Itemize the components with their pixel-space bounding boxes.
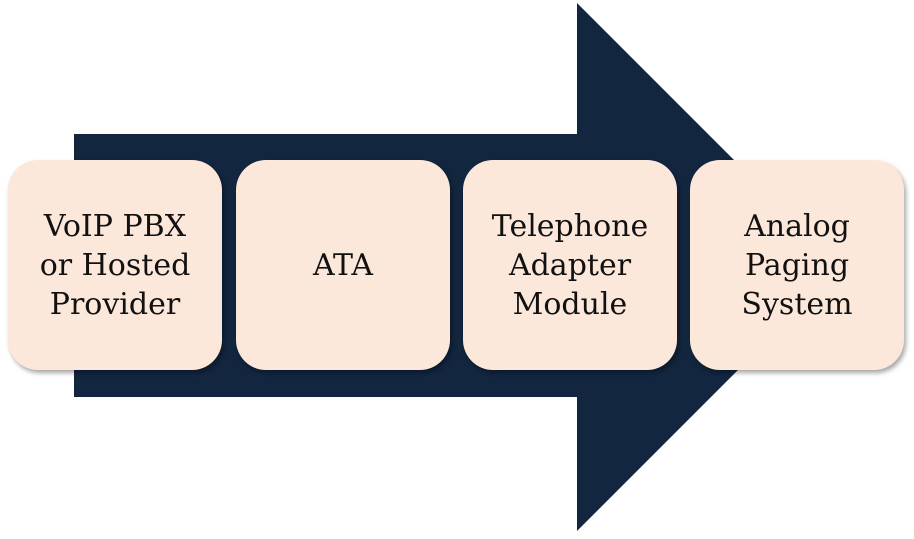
step-label: Analog Paging System: [741, 208, 853, 322]
step-label: ATA: [312, 247, 374, 283]
step-label: Telephone Adapter Module: [491, 208, 649, 322]
step-label: VoIP PBX or Hosted Provider: [39, 208, 191, 322]
step-voip-pbx: VoIP PBX or Hosted Provider: [8, 160, 222, 370]
step-analog-paging-system: Analog Paging System: [690, 160, 904, 370]
step-telephone-adapter-module: Telephone Adapter Module: [463, 160, 677, 370]
step-ata: ATA: [236, 160, 450, 370]
arrow-shape: [74, 3, 841, 531]
